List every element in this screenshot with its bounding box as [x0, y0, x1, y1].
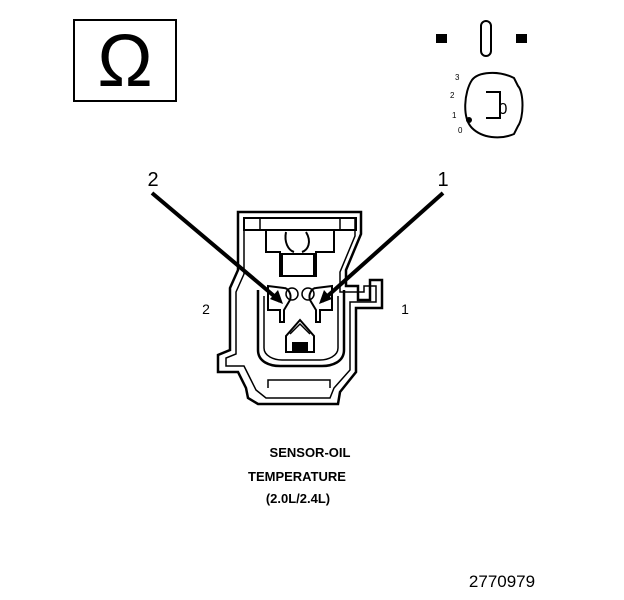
callout-label-1: 1 [437, 169, 448, 191]
switch-blade [480, 20, 492, 57]
leader-line-2 [150, 191, 282, 303]
arrowhead-1 [319, 290, 332, 304]
cavity-label-left: 2 [202, 301, 210, 317]
leader-line-1 [320, 191, 445, 303]
ignition-switch-icon: 0 3 2 1 0 [436, 20, 527, 139]
switch-indicator [466, 117, 472, 123]
switch-terminal-right [516, 34, 527, 43]
figure-number: 2770979 [469, 572, 535, 591]
ohm-symbol: Ω [97, 19, 152, 102]
ohmmeter-icon: Ω [73, 19, 177, 102]
caption-line-1: SENSOR-OIL [270, 445, 351, 460]
switch-position-0: 0 [458, 126, 463, 135]
key-head [464, 72, 524, 139]
caption-line-3: (2.0L/2.4L) [266, 491, 330, 506]
switch-position-2: 2 [450, 91, 455, 100]
caption-line-2: TEMPERATURE [248, 469, 346, 484]
switch-position-3: 3 [455, 73, 460, 82]
connector-housing [216, 210, 384, 406]
switch-position-1: 1 [452, 111, 457, 120]
arrowhead-2 [270, 290, 283, 304]
callout-label-2: 2 [147, 169, 158, 191]
callout-leaders [150, 191, 445, 303]
cavity-label-right: 1 [401, 301, 409, 317]
key-label: 0 [499, 101, 508, 118]
switch-terminal-left [436, 34, 447, 43]
